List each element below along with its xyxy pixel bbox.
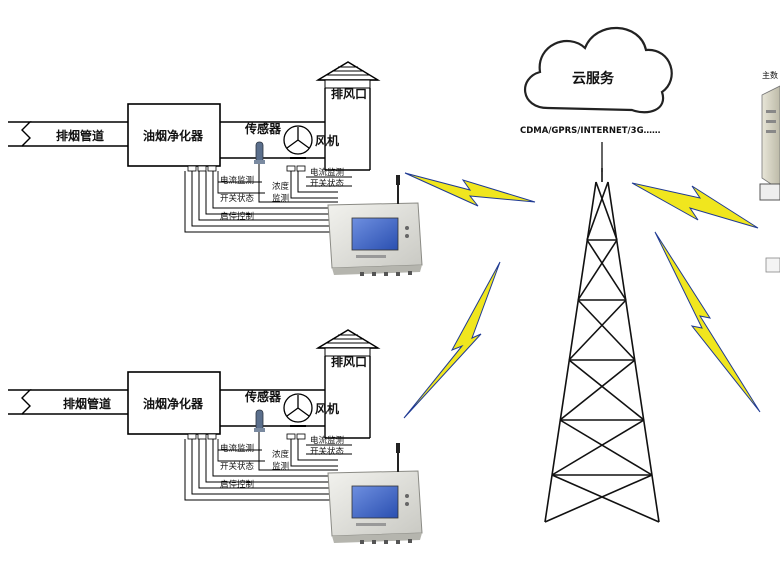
network-label: CDMA/GPRS/INTERNET/3G…… <box>520 126 661 136</box>
start-stop-label: 启停控制 <box>220 211 254 222</box>
fan-current-label: 电流监测 <box>310 435 344 446</box>
wireless-signal-2 <box>403 261 501 419</box>
sensor-label: 传感器 <box>244 389 282 404</box>
fan-current-label: 电流监测 <box>310 167 344 178</box>
cloud-label: 云服务 <box>572 70 615 87</box>
switch-state-label: 开关状态 <box>220 193 255 204</box>
sensor-label: 传感器 <box>244 121 282 136</box>
cloud-service: 云服务 <box>523 26 673 114</box>
cell-tower <box>544 168 660 523</box>
exhaust-label: 排风口 <box>331 86 367 101</box>
wireless-signal-4 <box>654 231 761 413</box>
start-stop-label: 启停控制 <box>220 479 254 490</box>
current-monitor-label: 电流监测 <box>220 443 254 454</box>
server-host: 主数 <box>759 70 780 273</box>
server-label: 主数 <box>762 70 778 80</box>
current-monitor-label: 电流监测 <box>220 175 254 186</box>
fan-label: 风机 <box>315 401 339 416</box>
duct-label: 排烟管道 <box>56 128 104 143</box>
concentration-label-2: 监测 <box>272 193 289 204</box>
purifier-unit-2: 排烟管道 油烟净化器 传感器 风机 排风口 电流监测 开关状态 启停控制 浓度 … <box>7 329 423 545</box>
exhaust-label: 排风口 <box>331 354 367 369</box>
concentration-label-1: 浓度 <box>272 181 290 192</box>
wireless-signal-1 <box>404 172 536 207</box>
concentration-label-2: 监测 <box>272 461 289 472</box>
fan-label: 风机 <box>315 133 339 148</box>
purifier-label: 油烟净化器 <box>143 128 204 143</box>
switch-state-label: 开关状态 <box>220 461 255 472</box>
purifier-unit-1: 排烟管道 油烟净化器 传感器 风机 排风口 电流监测 开关状态 启停控制 浓度 … <box>7 61 423 277</box>
wireless-signal-3 <box>631 182 759 229</box>
fan-switch-label: 开关状态 <box>310 446 345 457</box>
duct-label: 排烟管道 <box>63 396 111 411</box>
concentration-label-1: 浓度 <box>272 449 290 460</box>
purifier-label: 油烟净化器 <box>143 396 204 411</box>
fan-switch-label: 开关状态 <box>310 178 345 189</box>
